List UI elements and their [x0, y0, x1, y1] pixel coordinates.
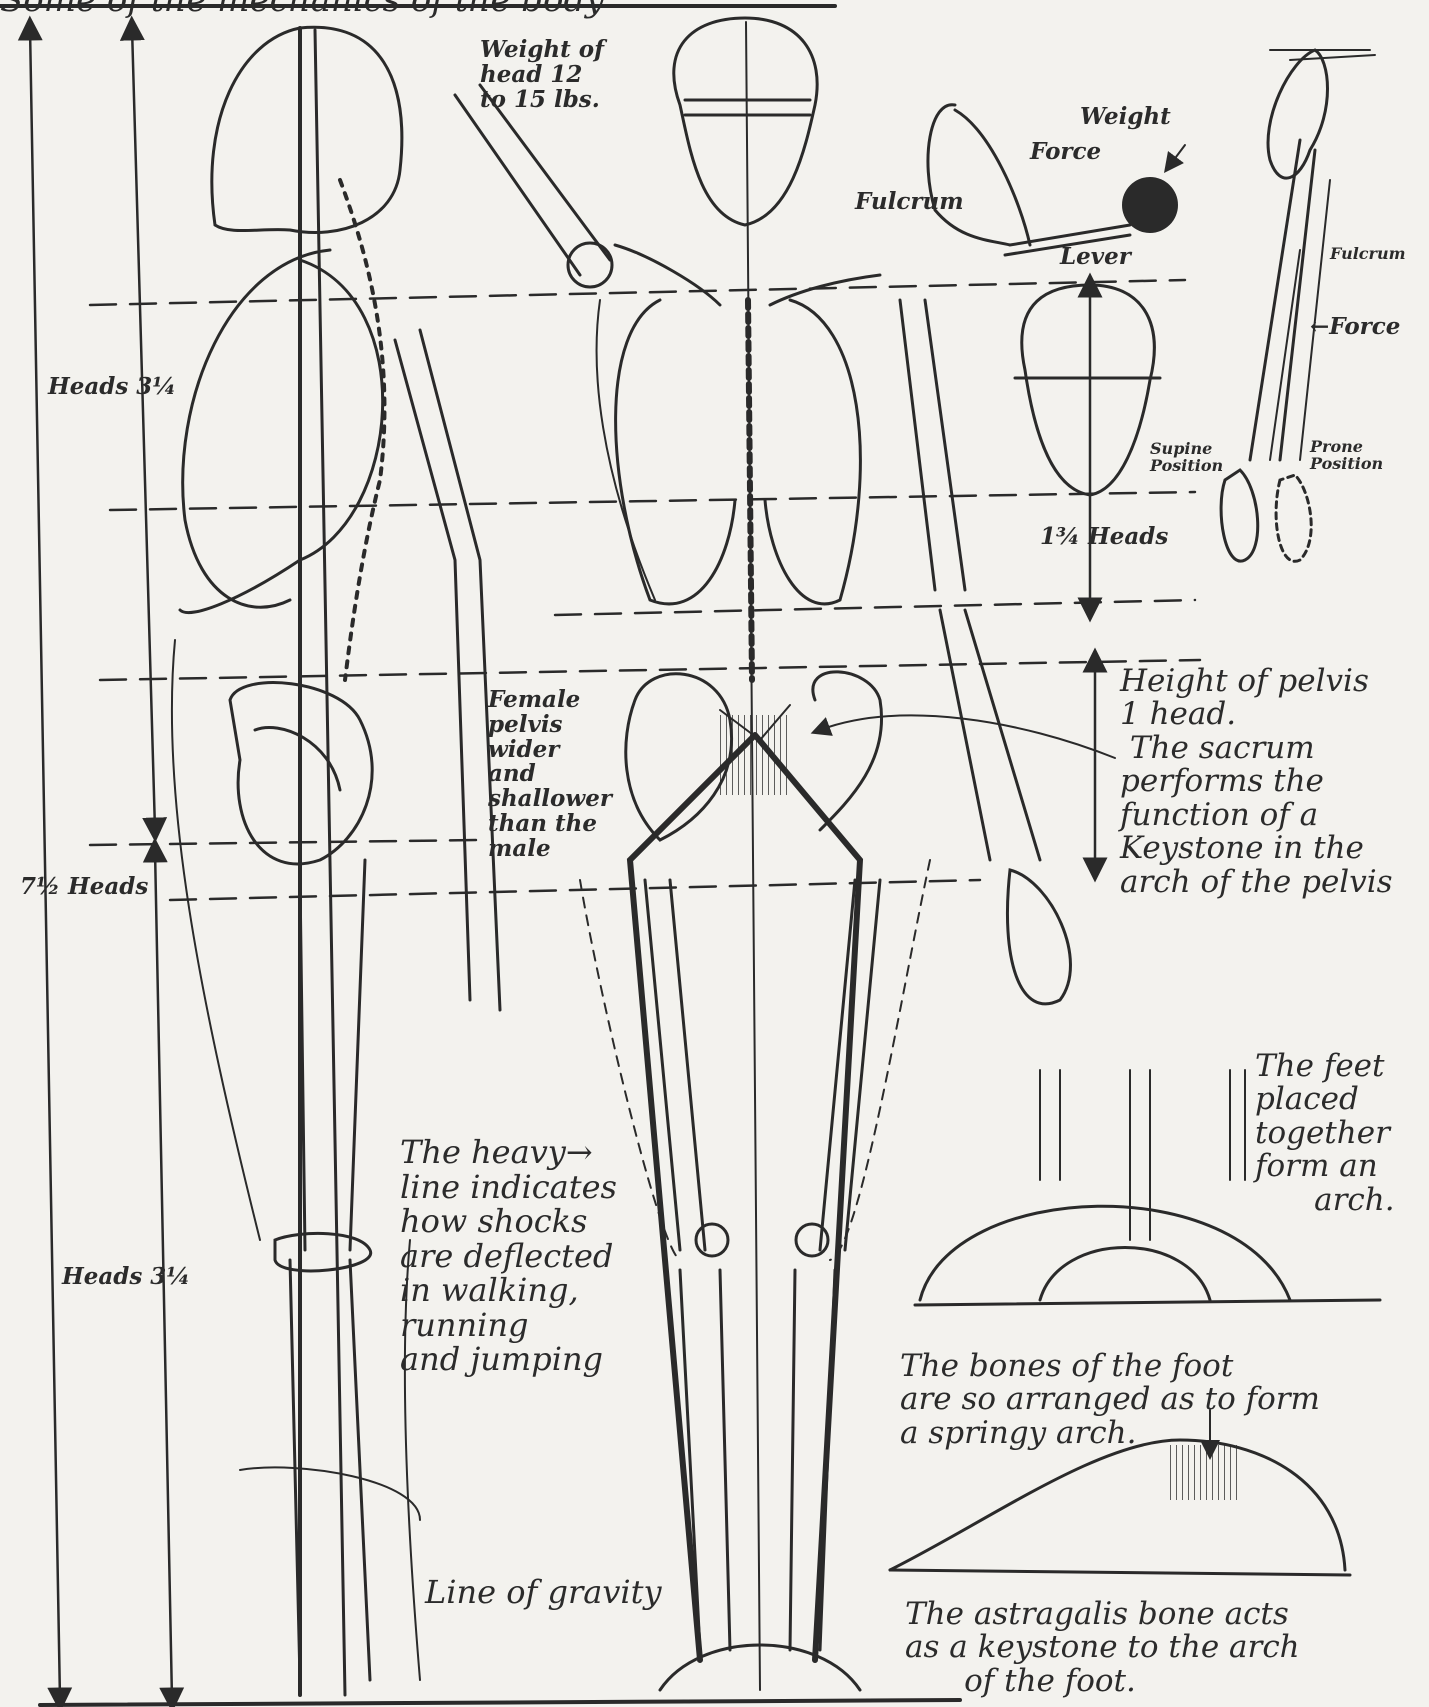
- heavy-line-label: The heavy→ line indicates how shocks are…: [400, 1135, 617, 1377]
- arrow-upper-heads: [132, 28, 155, 830]
- head-proportion-diagram: [1015, 285, 1160, 610]
- force-label: Force: [1030, 140, 1101, 165]
- heads-three-quarter-lower-label: Heads 3¼: [62, 1265, 190, 1290]
- weight-label: Weight: [1080, 105, 1171, 130]
- one-three-quarter-heads-label: 1¾ Heads: [1040, 525, 1168, 550]
- female-pelvis-label: Female pelvis wider and shallower than t…: [488, 688, 612, 862]
- weight-of-head-label: Weight of head 12 to 15 lbs.: [480, 38, 604, 112]
- lever-label: Lever: [1060, 245, 1131, 270]
- line-of-gravity-label: Line of gravity: [425, 1575, 662, 1610]
- astragalis-label: The astragalis bone acts as a keystone t…: [905, 1598, 1300, 1698]
- fulcrum-arm-label: Fulcrum: [1330, 245, 1406, 262]
- supine-position-label: Supine Position: [1150, 440, 1223, 475]
- force-arm-label: ←Force: [1310, 315, 1400, 340]
- feet-arch-label: The feet placed together form an arch.: [1255, 1050, 1395, 1217]
- pelvis-note-label: Height of pelvis 1 head. The sacrum perf…: [1120, 665, 1393, 899]
- fulcrum-label: Fulcrum: [855, 190, 964, 215]
- foot-bones-label: The bones of the foot are so arranged as…: [900, 1350, 1320, 1450]
- page-header-title: Some of the mechanics of the body: [0, 0, 604, 19]
- arrow-7-half-heads: [30, 28, 60, 1700]
- arm-muscle-diagram: [1221, 50, 1375, 561]
- side-view-skeleton: [172, 27, 500, 1695]
- seven-half-heads-label: 7½ Heads: [20, 875, 148, 900]
- heads-three-quarter-upper-label: Heads 3¼: [48, 375, 176, 400]
- prone-position-label: Prone Position: [1310, 438, 1383, 473]
